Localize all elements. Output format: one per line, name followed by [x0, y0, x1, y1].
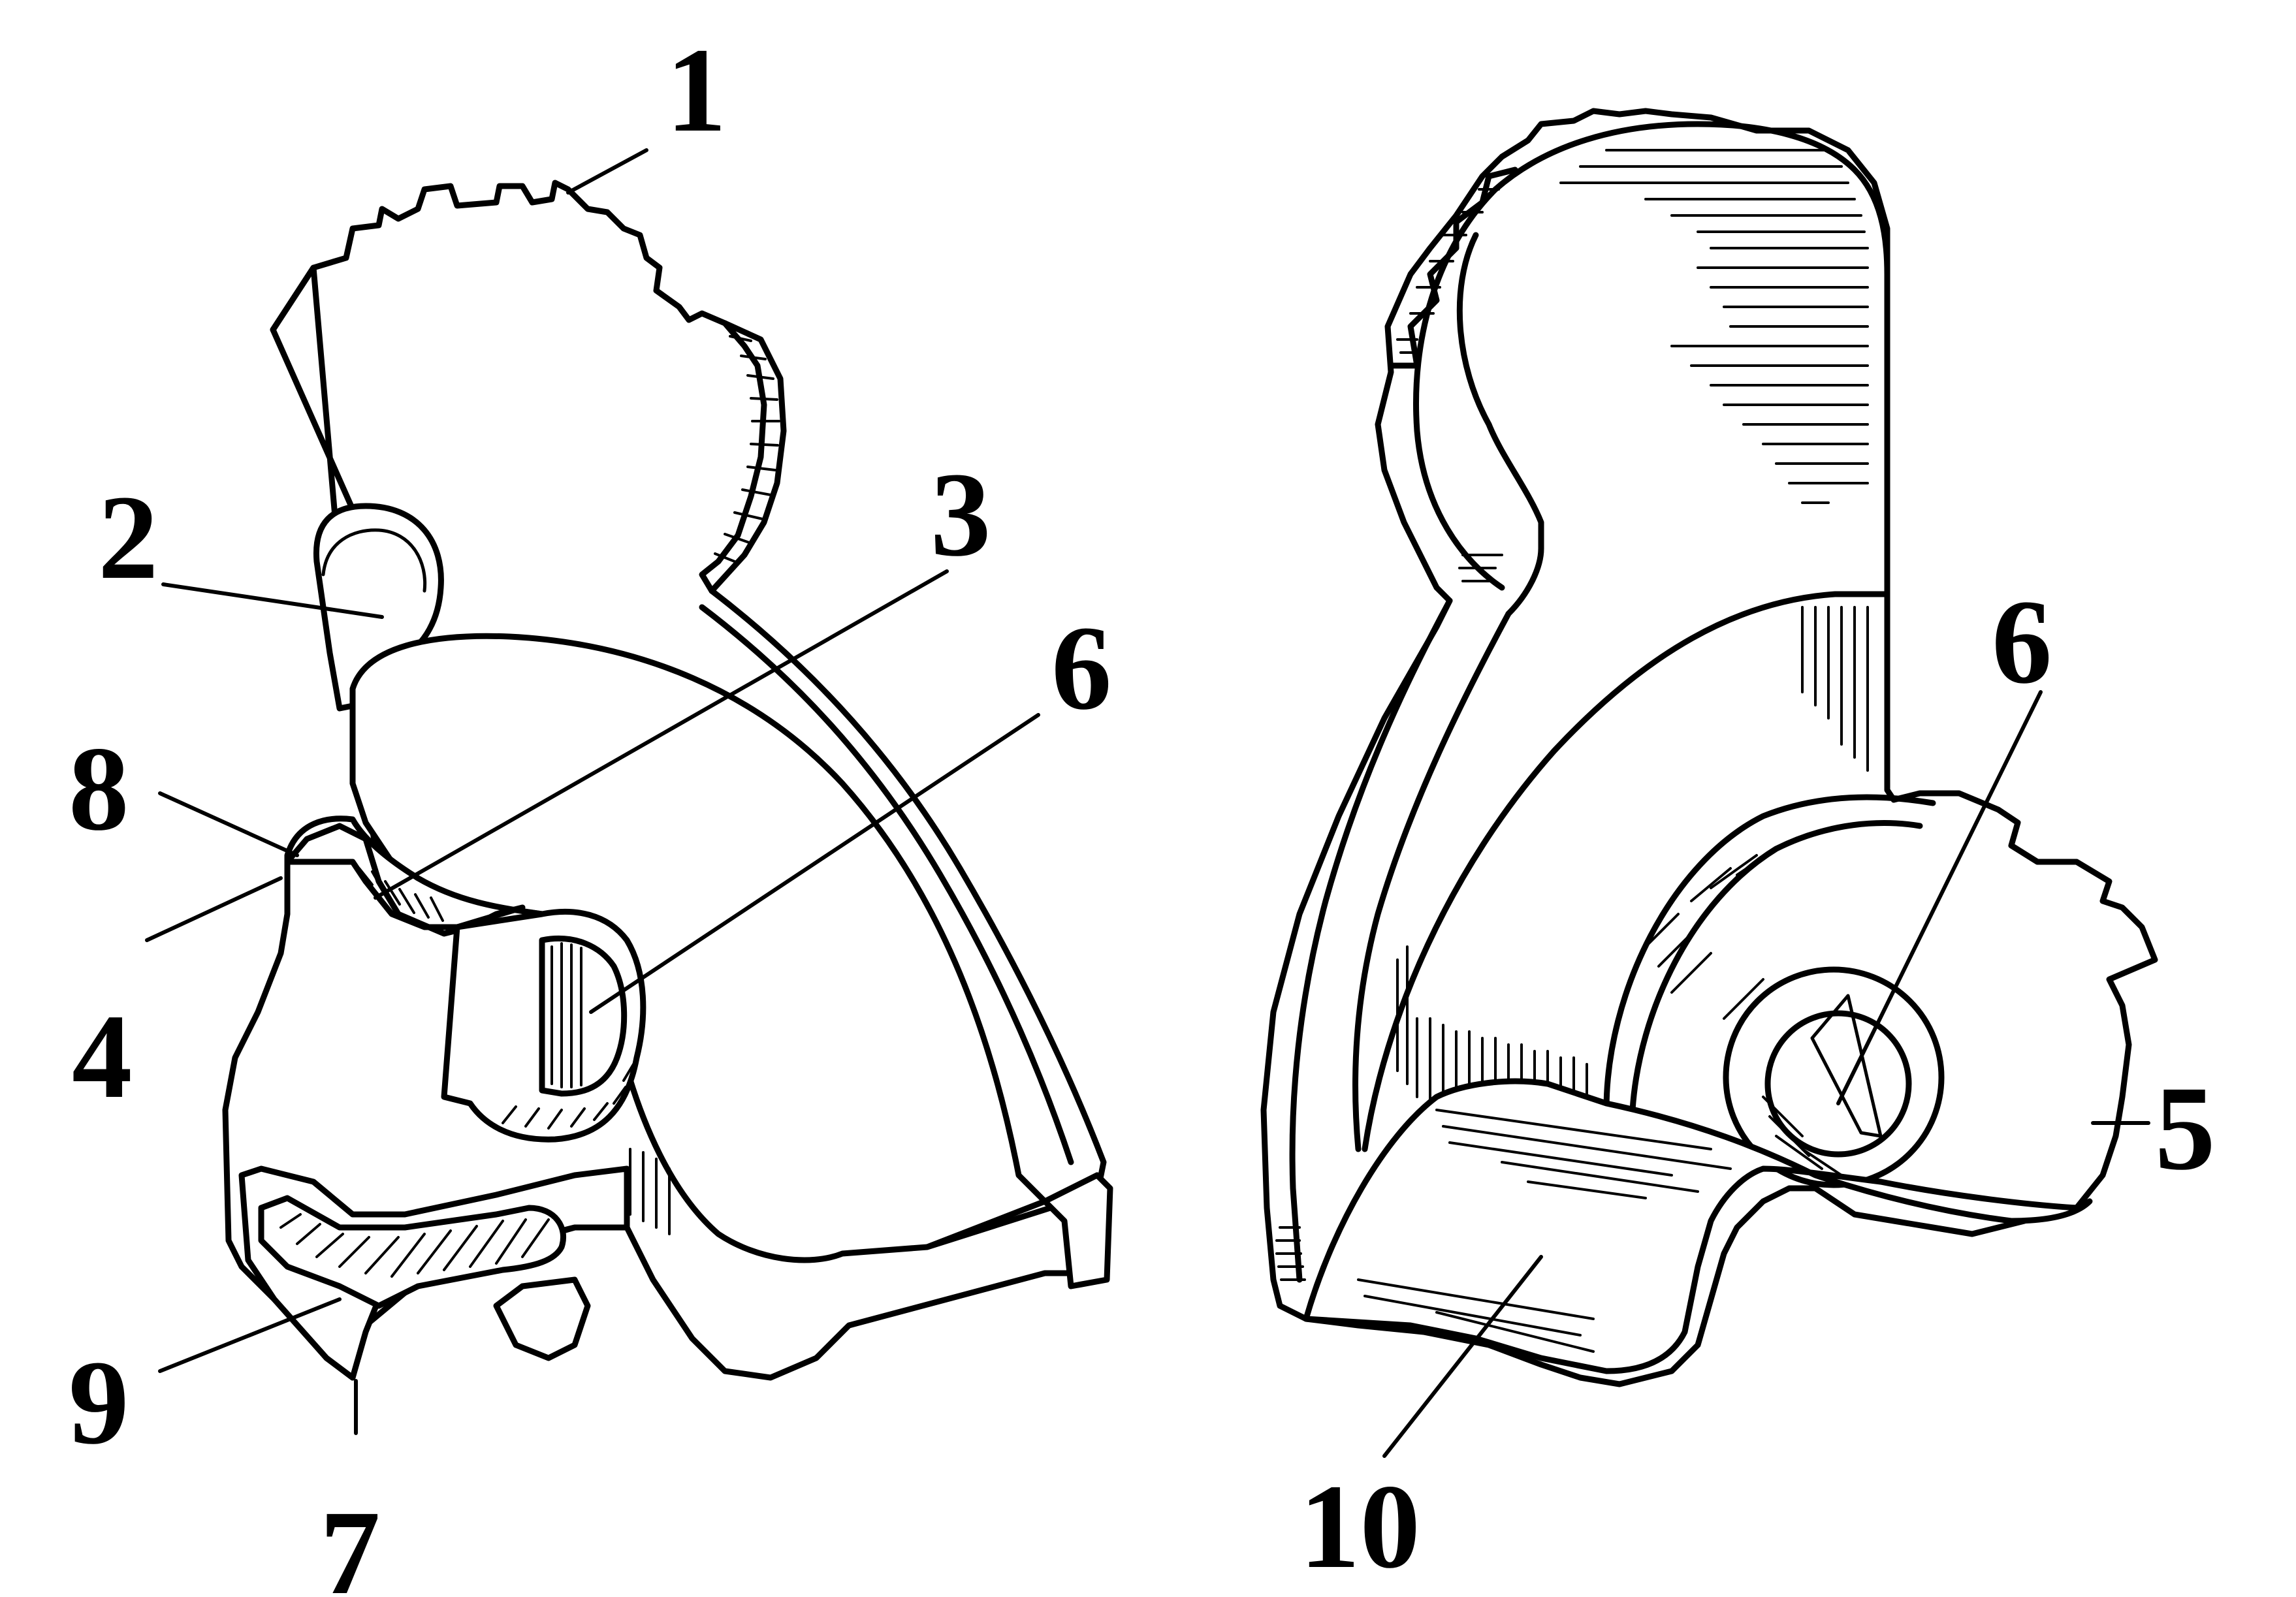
left-window-vertical-hatch [550, 942, 582, 1088]
ref-label-6-left: 6 [1051, 601, 1112, 735]
left-wheel-knurl-edge [709, 320, 787, 594]
right-flange-hatch [1275, 1226, 1306, 1281]
right-head-contour [1413, 121, 1890, 591]
ref-label-1: 1 [666, 24, 727, 157]
left-hub-boss-face [321, 528, 427, 593]
right-arc-ridge [1362, 591, 1890, 1152]
left-view: 1 2 3 6 8 4 9 7 [69, 24, 1113, 1597]
leader-3 [374, 569, 949, 900]
right-side-flange [1289, 597, 1453, 1283]
right-scoop-shading [1357, 1109, 1732, 1353]
right-bore-key [1810, 994, 1883, 1138]
left-leaders [145, 148, 1040, 1435]
ref-label-9: 9 [69, 1336, 129, 1470]
left-window-inner [539, 935, 628, 1097]
leader-6r [1836, 690, 2043, 1105]
leader-8 [158, 791, 299, 857]
right-head-inner-edge [1456, 232, 1544, 617]
leader-9 [158, 1297, 342, 1373]
ref-label-8: 8 [69, 722, 129, 856]
left-lower-ribs [629, 1148, 671, 1235]
left-foot-tab [493, 1276, 591, 1361]
left-window-bottom-hatch [502, 1063, 635, 1130]
leader-2 [161, 582, 384, 619]
right-view: 6 5 10 [1260, 108, 2216, 1594]
ref-label-3: 3 [931, 448, 991, 582]
right-side-flange-inner [1352, 610, 1512, 1152]
ref-label-4: 4 [72, 990, 133, 1124]
right-head-knurl [1388, 166, 1518, 369]
ref-label-6-right: 6 [1992, 575, 2052, 709]
left-groove-hatch [279, 1213, 550, 1278]
leader-1 [566, 148, 648, 195]
right-leaders [1382, 690, 2150, 1458]
right-bore-inner [1764, 1010, 1912, 1158]
left-rim-end-block [1042, 1172, 1113, 1289]
leader-10 [1382, 1255, 1543, 1458]
right-head-shading [1458, 149, 1869, 582]
ref-label-5: 5 [2155, 1062, 2216, 1195]
leader-4 [145, 876, 283, 942]
left-wheel-knurl-hatch [714, 335, 780, 564]
ref-label-2: 2 [98, 471, 159, 605]
leader-6l [589, 713, 1040, 1014]
right-disc-edge [1603, 794, 1936, 1113]
right-scoop [1303, 1078, 2093, 1374]
left-step-hatch [358, 867, 444, 922]
left-rim-band-inner [699, 604, 1074, 1165]
left-rim-band [709, 588, 1107, 1205]
ref-label-7: 7 [320, 1486, 381, 1597]
ref-label-10: 10 [1299, 1460, 1420, 1594]
right-bore-shading [1762, 1096, 1843, 1177]
